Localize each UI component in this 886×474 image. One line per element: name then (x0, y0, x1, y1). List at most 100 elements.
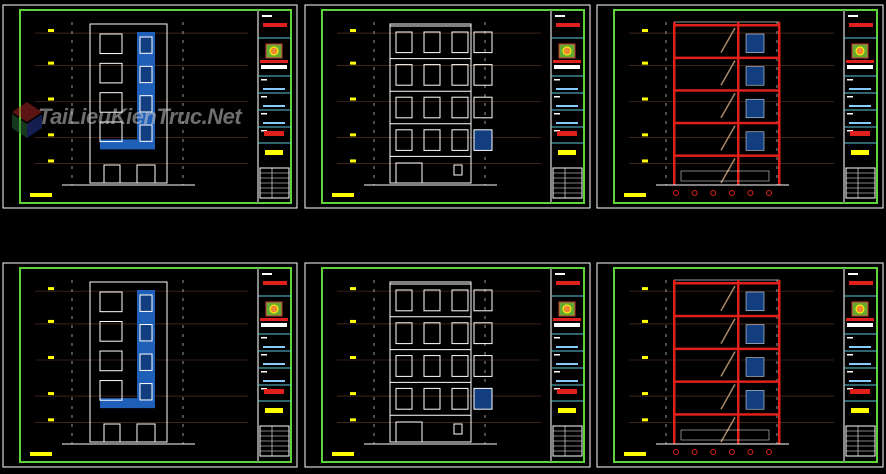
stair (720, 384, 736, 410)
grid-bubble (728, 190, 735, 196)
window (473, 96, 493, 119)
level-tag (642, 97, 648, 101)
floor-slab (674, 380, 779, 383)
window-section (745, 291, 765, 312)
drawing-title-tag (30, 193, 52, 197)
drawing-title-tag (332, 193, 354, 197)
title-text (847, 113, 853, 115)
logo-emblem (269, 304, 279, 314)
wall-fill (100, 32, 155, 150)
title-text (847, 96, 853, 98)
stair (720, 318, 736, 344)
title-bar-blue (556, 88, 578, 90)
title-text (261, 388, 267, 390)
title-block (258, 15, 291, 199)
title-text (554, 96, 560, 98)
window (395, 387, 413, 410)
title-bar-red (260, 60, 288, 63)
window (99, 350, 123, 372)
title-text (848, 15, 858, 17)
window (423, 96, 441, 119)
logo-emblem (562, 304, 572, 314)
title-bar-red (850, 131, 870, 136)
window (451, 129, 469, 151)
title-block (258, 273, 291, 457)
window (423, 387, 441, 410)
sheet-border (2, 4, 298, 209)
floor-slab (674, 282, 779, 285)
level-tag (350, 159, 356, 163)
title-bar-red (849, 281, 873, 285)
drawing-sheet-elevation[interactable] (304, 262, 591, 468)
level-tag (642, 287, 648, 291)
title-text (261, 354, 267, 356)
level-tag (642, 133, 648, 137)
grid-bubble (766, 449, 772, 455)
level-tag (48, 29, 54, 33)
window (139, 353, 153, 371)
title-text (847, 354, 853, 356)
window (473, 355, 493, 377)
window (473, 129, 493, 151)
title-text (848, 273, 858, 275)
drawing-sheet-section[interactable] (596, 4, 884, 209)
title-bar-red (556, 23, 580, 27)
drawing-sheet-plan-elevation[interactable] (2, 262, 298, 468)
title-bar-red (557, 389, 577, 394)
title-bar-blue (263, 380, 285, 382)
level-tag (48, 61, 54, 65)
column (737, 22, 740, 185)
title-text (554, 388, 560, 390)
grid-bubble (728, 449, 735, 455)
grid-bubble (673, 449, 679, 455)
grid-bubble (691, 190, 698, 196)
stair (720, 351, 736, 377)
title-text (261, 371, 267, 373)
title-bar-yellow (265, 408, 283, 413)
sheet-border (304, 262, 591, 468)
column (673, 280, 676, 444)
level-tag (48, 287, 54, 291)
title-bar-white (554, 65, 580, 69)
floor-slab (674, 89, 779, 92)
level-tag (48, 418, 54, 422)
title-text (847, 79, 853, 81)
column (778, 22, 781, 185)
wall-fill (100, 290, 155, 409)
door (395, 421, 423, 443)
window (99, 92, 123, 113)
title-bar-red (846, 60, 874, 63)
window (99, 380, 123, 401)
level-tag (48, 319, 54, 323)
stair (720, 416, 736, 443)
window (139, 124, 153, 142)
ground-floor (680, 170, 770, 182)
level-tag (642, 29, 648, 33)
title-bar-red (846, 318, 874, 321)
drawing-sheet-elevation[interactable] (304, 4, 591, 209)
title-text (554, 113, 560, 115)
title-bar-red (263, 23, 287, 27)
floor-slab (674, 314, 779, 318)
title-bar-blue (556, 363, 578, 365)
title-bar-red (553, 60, 581, 63)
drawing-sheet-section[interactable] (596, 262, 884, 468)
grid-bubble (710, 449, 717, 455)
door (136, 164, 156, 184)
title-text (554, 79, 560, 81)
drawing-sheet-plan-elevation[interactable] (2, 4, 298, 209)
title-bar-blue (849, 363, 871, 365)
title-bar-red (557, 131, 577, 136)
level-tag (642, 61, 648, 65)
title-bar-yellow (851, 150, 869, 155)
level-tag (350, 29, 356, 33)
floor-slab (674, 56, 779, 60)
level-tag (48, 392, 54, 396)
floor-slab (674, 154, 779, 157)
window (451, 31, 469, 54)
title-bar-white (847, 65, 873, 69)
level-tag (48, 159, 54, 163)
door (395, 162, 423, 184)
window (99, 121, 123, 143)
